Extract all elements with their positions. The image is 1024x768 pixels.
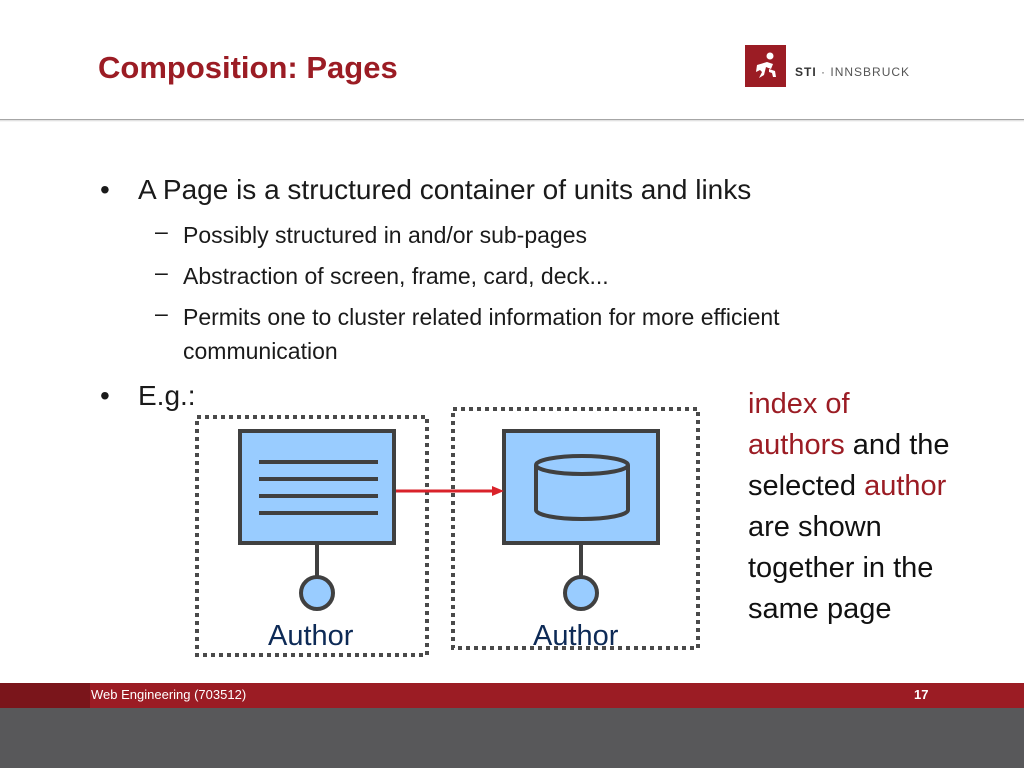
- footer-bar: [0, 683, 1024, 708]
- data-unit-entity-circle: [563, 575, 599, 611]
- note-highlight: index of: [748, 388, 850, 420]
- header-divider: [0, 119, 1024, 120]
- logo-location: INNSBRUCK: [830, 65, 911, 79]
- left-page-container: [195, 415, 429, 657]
- bullet-dot: •: [100, 174, 110, 205]
- sub-bullet-text: Possibly structured in and/or sub-pages: [183, 222, 587, 248]
- bullet-text: A Page is a structured container of unit…: [138, 174, 752, 205]
- note-text: together in the: [748, 552, 934, 584]
- note-text: selected: [748, 470, 865, 502]
- right-page-container: [451, 407, 700, 650]
- sub-bullet-dash: –: [155, 300, 168, 326]
- index-unit-icon: [259, 460, 378, 515]
- note-text: are shown: [748, 511, 882, 543]
- data-unit-box: [502, 429, 660, 545]
- index-unit-entity-circle: [299, 575, 335, 611]
- footer-course: Web Engineering (703512): [91, 687, 247, 702]
- sti-logo-mark: [745, 45, 786, 87]
- footer-gray-band: [0, 708, 1024, 768]
- bullet-text: E.g.:: [138, 380, 196, 411]
- note-highlight: authors: [748, 429, 845, 461]
- index-unit-box: [238, 429, 396, 545]
- side-note: index of authors and the selected author…: [748, 384, 1008, 630]
- sub-bullet-text: Permits one to cluster related informati…: [183, 304, 780, 330]
- logo-brand: STI: [795, 65, 817, 79]
- link-arrow-head: [492, 486, 504, 496]
- sub-bullet-dash: –: [155, 259, 168, 285]
- bullet-dot: •: [100, 380, 110, 411]
- page-title: Composition: Pages: [98, 50, 398, 85]
- header-divider-shadow: [0, 120, 1024, 122]
- data-unit-cylinder-icon: [534, 454, 630, 521]
- sub-bullet-dash: –: [155, 218, 168, 244]
- logo-separator: ·: [821, 65, 827, 79]
- note-highlight: author: [864, 470, 947, 502]
- left-unit-label: Author: [268, 620, 354, 652]
- footer-page-number: 17: [914, 687, 929, 702]
- sti-runner-icon: [756, 52, 776, 78]
- note-text: and the: [844, 429, 950, 461]
- right-unit-label: Author: [533, 620, 619, 652]
- sub-bullet-text: communication: [183, 338, 338, 364]
- note-text: same page: [748, 593, 892, 625]
- logo-wordmark: STI · INNSBRUCK: [795, 65, 910, 79]
- footer-bar-accent: [0, 683, 90, 708]
- sub-bullet-text: Abstraction of screen, frame, card, deck…: [183, 263, 609, 289]
